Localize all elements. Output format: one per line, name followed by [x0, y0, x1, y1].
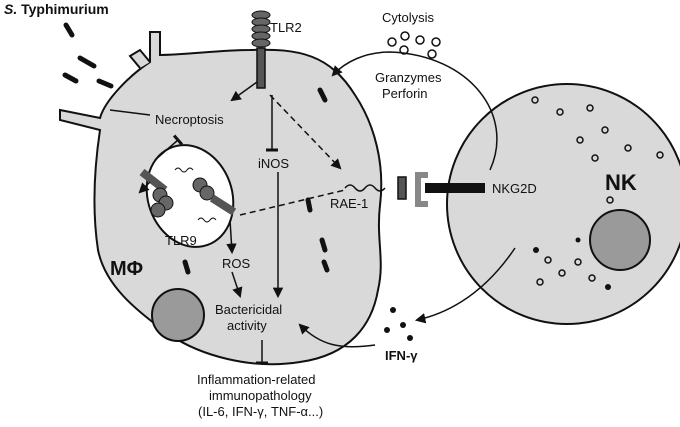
inflammation-label-1: Inflammation-related [197, 372, 316, 387]
nkg2d-label: NKG2D [492, 181, 537, 196]
bactericidal-label-1: Bactericidal [215, 302, 282, 317]
nk-cell [446, 83, 680, 325]
cytolysis-label: Cytolysis [382, 10, 435, 25]
pathogen-title: S. Typhimurium [4, 1, 109, 17]
cytolysis-arrow [331, 51, 498, 171]
tlr9-receptor [139, 168, 237, 218]
ifn-gamma-dots [384, 307, 413, 341]
necroptosis-label: Necroptosis [155, 112, 224, 127]
inflammation-label-2: immunopathology [209, 388, 312, 403]
tlr9-label: TLR9 [165, 233, 197, 248]
nk-nucleus [589, 209, 651, 271]
nk-granules [531, 96, 664, 286]
macrophage-nucleus [151, 288, 205, 342]
inflammation-label-3: (IL-6, IFN-γ, TNF-α...) [198, 404, 323, 419]
rae1-label: RAE-1 [330, 196, 368, 211]
tlr2-receptor [251, 10, 271, 89]
nkg2d-receptor [425, 183, 485, 193]
tlr2-label: TLR2 [270, 20, 302, 35]
ifn-release-arrow [414, 247, 516, 324]
rae1-tether [344, 184, 386, 192]
pseudopod [128, 48, 151, 69]
ifn-activation-arrow [298, 323, 376, 348]
rae1-ligand [397, 176, 407, 200]
extracellular-bacteria [62, 22, 114, 89]
intracellular-bacteria [182, 87, 330, 275]
nk-granules-filled [533, 237, 611, 290]
inos-label: iNOS [258, 156, 289, 171]
ifn-gamma-label: IFN-γ [385, 348, 418, 363]
signaling-arrows [109, 81, 346, 365]
nkg2d-bracket [415, 172, 428, 207]
secreted-granules [387, 31, 441, 59]
dna-fragments [174, 167, 217, 223]
ros-label: ROS [222, 256, 251, 271]
macrophage-label: MΦ [110, 258, 143, 280]
perforin-label: Perforin [382, 86, 428, 101]
granzymes-label: Granzymes [375, 70, 442, 85]
nk-label: NK [605, 170, 637, 195]
bactericidal-label-2: activity [227, 318, 267, 333]
